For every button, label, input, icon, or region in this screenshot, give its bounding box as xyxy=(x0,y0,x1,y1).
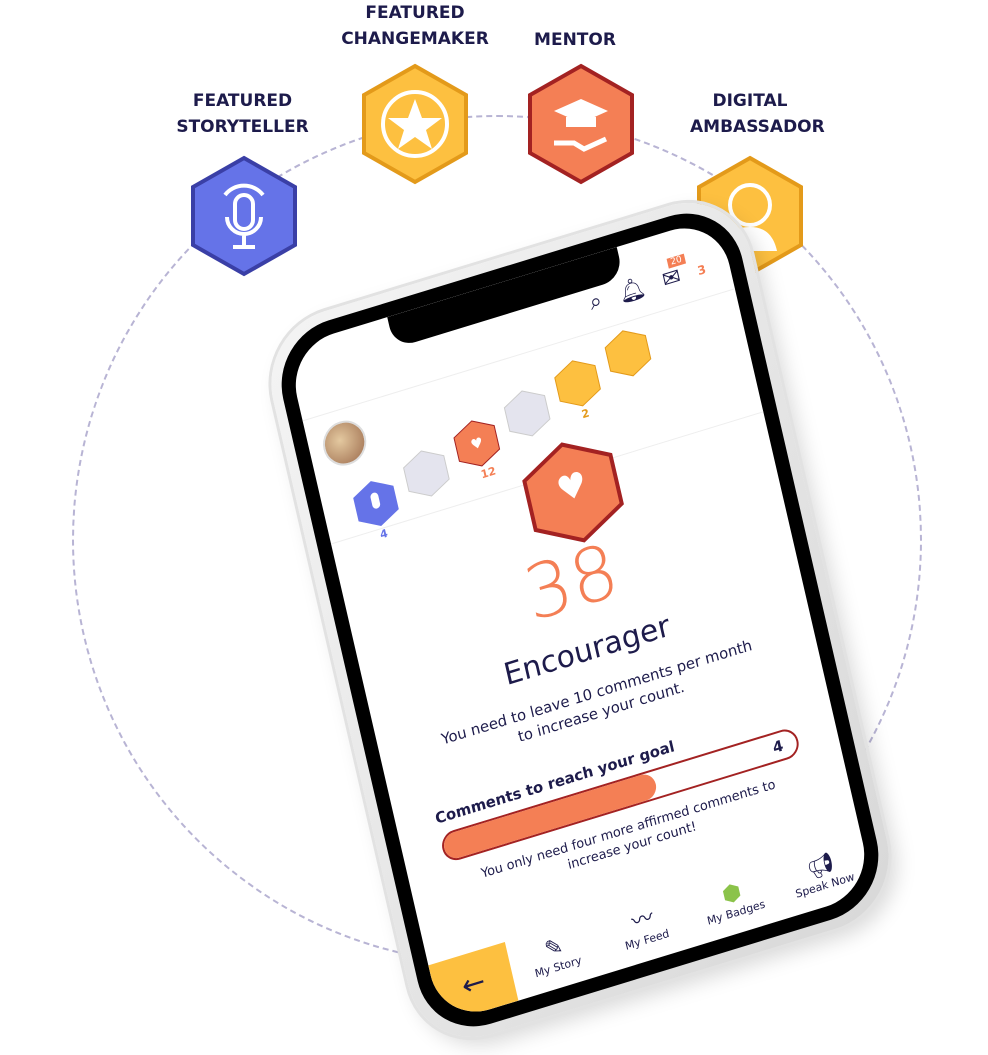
locked-mentor-badge-icon[interactable] xyxy=(500,382,555,444)
phone-mockup: ⌕ 🔔︎ ✉20 3 4 ♥ 12 2 ♥ 38 Encourager You … xyxy=(257,185,903,1055)
goal-value: 4 xyxy=(770,736,785,757)
mentor-badge-icon xyxy=(526,63,636,185)
avatar[interactable] xyxy=(318,415,371,472)
changemaker-mini-badge-icon[interactable] xyxy=(550,352,605,414)
mail-icon[interactable]: ✉20 xyxy=(660,253,686,294)
encourager-mini-badge-icon[interactable]: ♥ xyxy=(449,412,504,474)
changemaker-badge-icon xyxy=(360,63,470,185)
badge-label-mentor: MENTOR xyxy=(534,30,616,50)
ambassador-mini-badge-icon[interactable] xyxy=(600,322,655,384)
nav-my-story[interactable]: ✎My Story xyxy=(507,923,608,1001)
bell-icon[interactable]: 🔔︎ xyxy=(616,274,649,308)
changemaker-count: 2 xyxy=(580,406,591,422)
search-icon[interactable]: ⌕ xyxy=(587,287,605,317)
back-button[interactable]: ← xyxy=(428,942,519,1025)
badge-label-changemaker: FEATURED CHANGEMAKER xyxy=(341,3,489,49)
nav-speak-now[interactable]: 📢︎Speak Now xyxy=(773,841,874,919)
storyteller-badge-icon xyxy=(189,155,299,277)
storyteller-mini-badge-icon[interactable] xyxy=(348,472,403,534)
badge-label-storyteller: FEATURED STORYTELLER xyxy=(176,91,309,137)
nav-my-badges[interactable]: ⬢My Badges xyxy=(685,868,786,946)
nav-my-feed[interactable]: 〰My Feed xyxy=(594,889,696,974)
mail-count: 3 xyxy=(696,261,708,278)
encourager-badge-icon: ♥ xyxy=(515,428,630,558)
locked-storyteller-badge-icon[interactable] xyxy=(399,442,454,504)
svg-text:♥: ♥ xyxy=(469,435,485,454)
encourager-count: 12 xyxy=(479,464,498,482)
badge-label-digital-ambassador: DIGITAL AMBASSADOR xyxy=(690,91,825,137)
phone-screen: ⌕ 🔔︎ ✉20 3 4 ♥ 12 2 ♥ 38 Encourager You … xyxy=(285,215,875,1025)
mail-badge: 20 xyxy=(666,253,686,269)
